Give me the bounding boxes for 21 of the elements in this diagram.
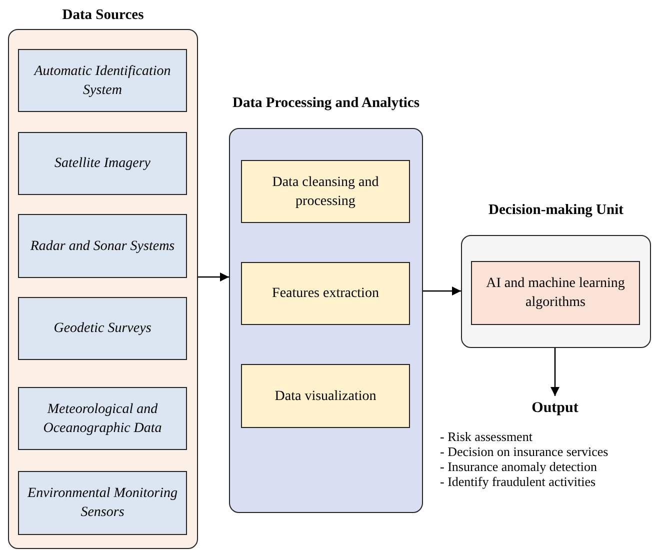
process-box: Geodetic Surveys <box>18 297 187 360</box>
output-item: - Insurance anomaly detection <box>440 459 598 474</box>
arrow <box>550 348 560 396</box>
process-box: Features extraction <box>241 262 410 325</box>
group-title: Data Sources <box>61 6 145 25</box>
arrow <box>423 286 461 296</box>
process-box: Satellite Imagery <box>18 132 187 195</box>
process-box: AI and machine learning algorithms <box>471 261 640 325</box>
arrow <box>198 272 229 282</box>
output-heading: Output <box>505 396 605 420</box>
group-title: Data Processing and Analytics <box>231 94 421 113</box>
output-item: - Decision on insurance services <box>440 444 608 459</box>
process-box: Data cleansing and processing <box>241 160 410 223</box>
process-box: Data visualization <box>241 364 410 428</box>
process-box: Environmental Monitoring Sensors <box>18 471 187 535</box>
process-box: Radar and Sonar Systems <box>18 214 187 278</box>
process-box: Meteorological and Oceanographic Data <box>18 387 187 450</box>
group-title: Decision-making Unit <box>488 201 624 220</box>
output-item: - Risk assessment <box>440 429 532 444</box>
process-box: Automatic Identification System <box>18 49 187 112</box>
output-item: - Identify fraudulent activities <box>440 474 596 489</box>
